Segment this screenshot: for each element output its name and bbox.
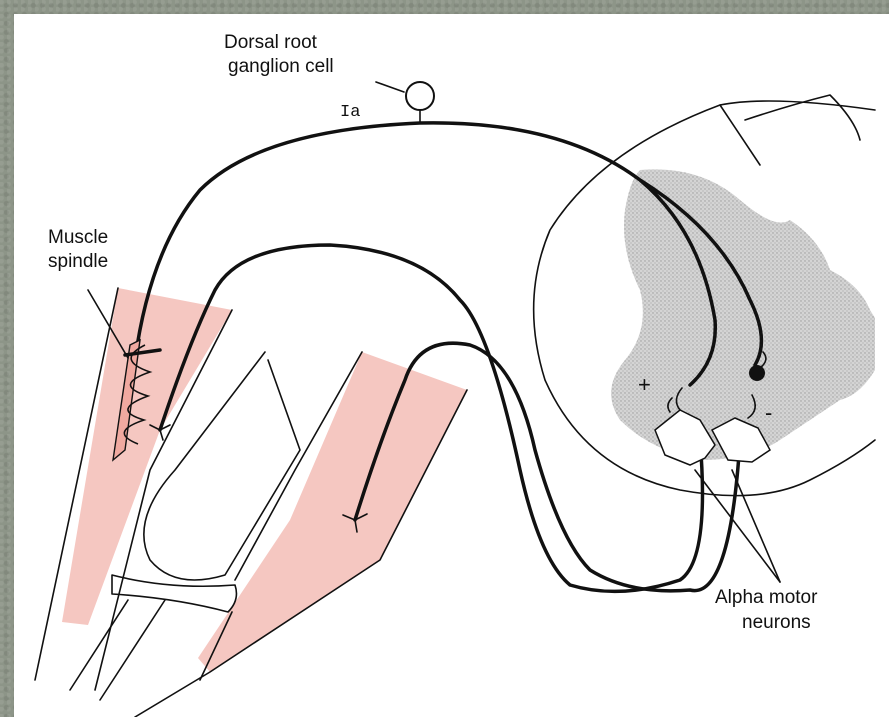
dorsal-root-label-line1: Dorsal root <box>224 32 318 53</box>
muscle-spindle-label-line1: Muscle <box>48 227 108 248</box>
inhibitory-sign: - <box>765 400 772 425</box>
gray-matter <box>611 169 875 460</box>
ganglion-pointer <box>376 82 404 92</box>
inhibitory-synapse <box>749 365 765 381</box>
muscle-spindle-label-line2: spindle <box>48 251 108 272</box>
excitatory-sign: + <box>638 372 651 397</box>
alpha-motor-label-line2: neurons <box>742 612 811 633</box>
dorsal-root-ganglion-cell <box>406 82 434 110</box>
thigh-muscle <box>62 288 232 625</box>
knee-joint <box>112 575 236 612</box>
alpha-motor-pointer-2 <box>732 470 780 582</box>
stretch-reflex-diagram: Dorsal root ganglion cell Ia Muscle spin… <box>14 14 889 717</box>
ia-label: Ia <box>340 103 360 122</box>
diagram-panel: Dorsal root ganglion cell Ia Muscle spin… <box>14 14 889 717</box>
dorsal-root-label-line2: ganglion cell <box>228 56 334 77</box>
alpha-motor-label-line1: Alpha motor <box>715 587 818 608</box>
shin-muscle <box>198 352 467 672</box>
dorsal-root-outline <box>720 95 860 165</box>
